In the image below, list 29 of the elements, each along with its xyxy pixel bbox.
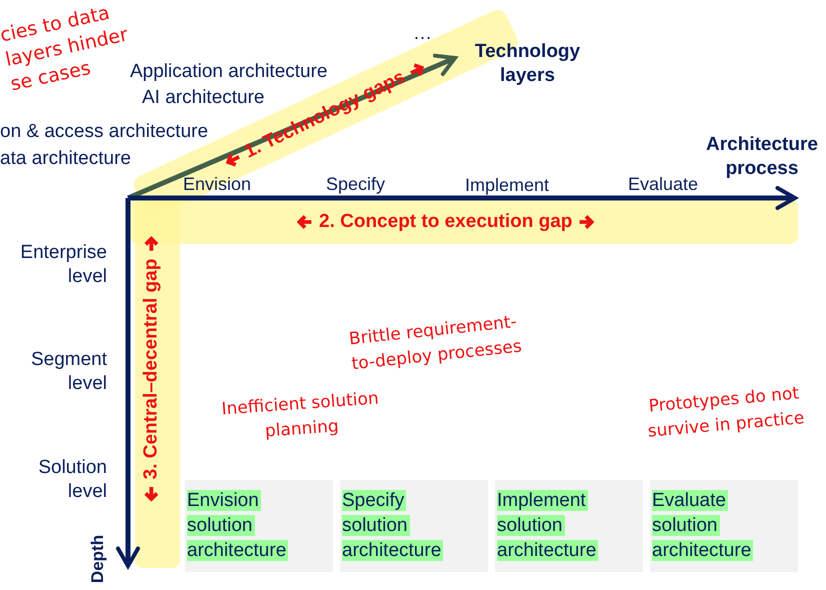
axis-title: Architecture process <box>705 133 819 181</box>
note-text: Brittle requirement-to-deploy processes <box>348 310 524 376</box>
note-text: Inefficient solution planning <box>220 388 380 444</box>
box-text: Specify solution architecture <box>341 489 444 563</box>
layer-label: AI architecture <box>142 86 264 108</box>
box-text: Evaluate solution architecture <box>651 489 754 563</box>
step-label: Implement <box>465 174 550 197</box>
step-label: Specify <box>326 173 386 196</box>
note-text: Prototypes do not survive in practice <box>646 382 806 444</box>
level-label: Segment level <box>30 348 107 396</box>
axis-title: Technology layers <box>474 40 582 88</box>
note-text: cies to data layers hinder se cases <box>0 0 130 98</box>
box-text: Envision solution architecture <box>186 489 290 563</box>
level-label: Solution level <box>37 456 107 504</box>
process-box <box>650 480 798 572</box>
axis-title: Depth <box>88 534 108 584</box>
process-box <box>340 480 488 572</box>
layer-label: on & access architecture <box>0 120 208 144</box>
ellipsis-text: … <box>413 22 432 46</box>
layer-label: ata architecture <box>0 147 131 171</box>
process-box <box>495 480 643 572</box>
level-label: Enterprise level <box>19 241 107 289</box>
step-label: Evaluate <box>628 173 698 196</box>
gap-label: 3. Central–decentral gap <box>140 258 162 480</box>
box-text: Implement solution architecture <box>496 489 600 563</box>
gap-label: 2. Concept to execution gap <box>319 211 572 233</box>
step-label: Envision <box>183 173 252 196</box>
process-box <box>185 480 333 572</box>
layer-label: Application architecture <box>130 60 328 84</box>
